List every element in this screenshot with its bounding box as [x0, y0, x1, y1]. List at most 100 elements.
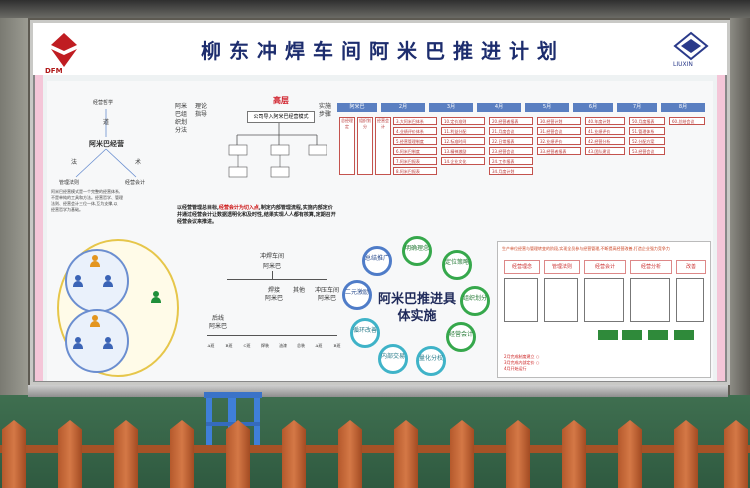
petal: 经营会计: [446, 322, 476, 352]
grid-cell: 41.业绩评价: [585, 127, 625, 135]
fence-picket: [58, 420, 82, 488]
org-small: 油漆: [279, 343, 287, 348]
progress-block: [674, 330, 694, 340]
fence-rail: [0, 445, 750, 453]
grid-cell: 42.经营分析: [585, 137, 625, 145]
step: 经营分析: [630, 260, 672, 274]
notice-board: DFM 柳东冲焊车间阿米巴推进计划 LIUXIN 经营哲学 道 阿米巴经营 法 …: [30, 20, 730, 385]
grid-header-4: 5月: [525, 103, 569, 112]
member-person-icon: [103, 275, 113, 287]
grid-cell: 52.分配方案: [629, 137, 665, 145]
fence-picket: [170, 420, 194, 488]
grid-header-5: 6月: [573, 103, 613, 112]
grid-cell: 40.年度计划: [585, 117, 625, 125]
grid-cell: 11.利益分配: [441, 127, 485, 135]
leader-person-icon: [90, 255, 100, 267]
fence-picket: [338, 420, 362, 488]
org-small: A班: [315, 343, 323, 348]
vertical-label-3: 实施步骤: [319, 103, 332, 118]
fence-picket: [506, 420, 530, 488]
dfm-logo-text: DFM: [45, 67, 63, 75]
org-left1b: 阿米巴: [208, 323, 227, 330]
org-line: [272, 271, 273, 279]
org-line: [207, 335, 337, 336]
left-wall: [0, 18, 28, 398]
grid-cell: 31.经营会议: [537, 127, 581, 135]
fence-picket: [618, 420, 642, 488]
accounting-label: 经营会计: [125, 180, 146, 186]
org-small: B班: [225, 343, 233, 348]
grid-cell: 43.团队建设: [585, 147, 625, 155]
org-mid2: 其他: [292, 287, 305, 294]
org-chart: 冲焊车间 阿米巴 焊接 阿米巴 其他 冲压车间 阿米巴 后线 阿米巴 A班 B班…: [197, 251, 347, 361]
grid-header-0: 阿米巴: [337, 103, 377, 112]
manage-law: 管理法则: [59, 180, 80, 186]
member-person-icon: [103, 337, 113, 349]
petal: 循环改善: [350, 318, 380, 348]
pipe: [28, 385, 728, 397]
grid-cell: 53.经营会议: [629, 147, 665, 155]
dfm-logo-icon: [51, 33, 77, 67]
petal: 定位策略: [442, 250, 472, 280]
org-mid1: 焊接: [267, 287, 280, 294]
philosophy-lines: [75, 109, 137, 178]
management-note: 以经营管理总目标,经营会计为切入点,制定内部管理流程,实施内部定价并通过经营会计…: [177, 205, 336, 225]
grid-header-2: 3月: [429, 103, 473, 112]
grid-cell: 14.企业文化: [441, 157, 485, 165]
grid-header-3: 4月: [477, 103, 521, 112]
member-person-icon: [73, 337, 83, 349]
org-small: C班: [243, 343, 251, 348]
board-content: 经营哲学 道 阿米巴经营 法 术 管理法则 经营会计 阿米巴经营模式是一个完整的…: [47, 81, 713, 381]
amoeba-philosophy-diagram: 经营哲学 道 阿米巴经营 法 术 管理法则 经营会计: [51, 87, 161, 207]
fence-picket: [674, 420, 698, 488]
org-line: [227, 279, 327, 280]
grid-cell: 7.阿米巴报表: [393, 157, 437, 165]
board-title: 柳东冲焊车间阿米巴推进计划: [201, 39, 565, 63]
hierarchy-lines: [228, 123, 327, 178]
vertical-label-2: 理论指导: [195, 103, 208, 118]
fence-picket: [226, 420, 250, 488]
senior-label: 高层: [273, 96, 289, 105]
flower-center-title: 阿米巴推进具体实施: [377, 292, 456, 324]
grid-cell: 3.大阿米巴体系: [393, 117, 437, 125]
grid-cell: 13.精神激励: [441, 147, 485, 155]
grid-cell: 10.定价准则: [441, 117, 485, 125]
fence-picket: [394, 420, 418, 488]
org-mid1b: 阿米巴: [264, 295, 283, 302]
org-small: 焊装: [261, 343, 269, 348]
grid-cell: 51.管理体系: [629, 127, 665, 135]
grid-cell: 34.月度计划: [489, 167, 533, 175]
member-person-icon: [73, 275, 83, 287]
transition-title: 生产单位经营与管理转变的阶段,实现全员参与经营管理,不断提高经营改善,打造企业强…: [502, 246, 670, 251]
fence-picket: [450, 420, 474, 488]
petal: 总结推广: [362, 246, 392, 276]
grid-cell: 12.标准时间: [441, 137, 485, 145]
progress-block: [598, 330, 618, 340]
plan-grid: 阿米巴 2月 3月 4月 5月 6月 7月 8月 总经理定 组织划分 经营会计 …: [337, 103, 707, 213]
wooden-fence: [0, 420, 750, 488]
grid-cell: 21.月度会议: [489, 127, 533, 135]
progress-block: [622, 330, 642, 340]
org-mid3b: 阿米巴: [317, 295, 336, 302]
fence-picket: [562, 420, 586, 488]
step: 管理法则: [544, 260, 580, 274]
step: 经营理念: [504, 260, 540, 274]
vertical-box-1: 总经理定: [339, 117, 355, 175]
grid-header-6: 7月: [617, 103, 657, 112]
vertical-label-1: 阿米巴组织划分法: [175, 103, 188, 134]
org-small: A班: [207, 343, 215, 348]
grid-header-1: 2月: [381, 103, 425, 112]
leader-person-icon: [90, 315, 100, 327]
grid-cell: 50.月度报表: [629, 117, 665, 125]
grid-cell: 24.工作报表: [489, 157, 533, 165]
manager-person-icon: [151, 291, 161, 303]
detail-column: [630, 278, 670, 322]
petal: 明确理念: [402, 236, 432, 266]
fence-picket: [114, 420, 138, 488]
philosophy-description: 阿米巴经营模式是一个完整的经营体系, 不是单纯的工具和方法。经营哲学、管理 法则…: [51, 189, 123, 212]
grid-cell: 60.总结会议: [669, 117, 705, 125]
vertical-box-2: 组织划分: [357, 117, 373, 175]
org-top: 冲焊车间: [259, 253, 284, 260]
grid-cell: 32.业绩评价: [537, 137, 581, 145]
org-small: 总装: [297, 343, 305, 348]
